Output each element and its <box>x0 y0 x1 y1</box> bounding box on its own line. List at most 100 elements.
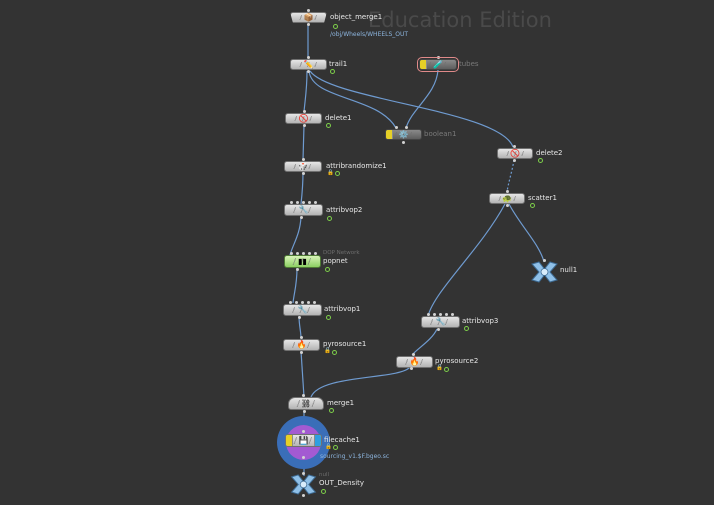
input-port[interactable] <box>300 336 303 339</box>
node-body[interactable]: 🔥 <box>283 339 320 351</box>
lock-icon[interactable]: 🔒 <box>436 365 443 371</box>
input-port[interactable] <box>412 353 415 356</box>
input-port[interactable] <box>513 145 516 148</box>
vop-icon: 🔧 <box>297 305 308 314</box>
boolean-icon: ⚙️ <box>398 129 409 139</box>
input-port[interactable] <box>302 430 305 433</box>
display-flag[interactable] <box>314 435 321 446</box>
input-port[interactable] <box>307 301 310 304</box>
wire-attribrandomize1-attribvop2 <box>300 171 304 205</box>
node-body[interactable]: 🎲 <box>284 161 322 172</box>
node-label: delete1 <box>325 114 352 122</box>
input-port[interactable] <box>296 252 299 255</box>
input-port[interactable] <box>295 301 298 304</box>
input-port[interactable] <box>302 158 305 161</box>
input-port[interactable] <box>302 394 305 397</box>
input-port[interactable] <box>427 313 430 316</box>
node-body[interactable]: ⛓ <box>288 397 324 410</box>
status-indicator <box>332 350 337 355</box>
input-port[interactable] <box>289 301 292 304</box>
null-icon[interactable] <box>531 261 558 283</box>
null-icon[interactable] <box>290 474 317 495</box>
node-body[interactable]: 🔧 <box>284 204 323 216</box>
tube-icon: 🧪 <box>433 59 443 69</box>
input-port[interactable] <box>308 201 311 204</box>
input-port[interactable] <box>451 313 454 316</box>
input-port[interactable] <box>506 190 509 193</box>
output-port[interactable] <box>307 70 310 73</box>
input-port[interactable] <box>307 9 310 12</box>
input-port[interactable] <box>290 201 293 204</box>
node-label: tubes <box>459 60 479 68</box>
input-port[interactable] <box>301 301 304 304</box>
input-port[interactable] <box>543 259 546 262</box>
input-port[interactable] <box>445 313 448 316</box>
input-port[interactable] <box>308 252 311 255</box>
output-port[interactable] <box>513 159 516 162</box>
node-body[interactable]: 📦 <box>290 12 327 23</box>
input-port[interactable] <box>314 201 317 204</box>
input-port[interactable] <box>302 472 305 475</box>
input-port[interactable] <box>313 301 316 304</box>
lock-icon[interactable]: 🔒 <box>324 348 331 354</box>
input-port[interactable] <box>303 110 306 113</box>
wire-attribvop3-pyrosource2 <box>411 328 438 356</box>
node-body[interactable]: 🔧 <box>283 304 322 316</box>
input-port[interactable] <box>433 313 436 316</box>
delete-icon: 🚫 <box>510 148 520 158</box>
output-port[interactable] <box>506 204 509 207</box>
input-port[interactable] <box>290 252 293 255</box>
output-port[interactable] <box>302 456 305 459</box>
node-body[interactable]: 🚫 <box>285 113 322 124</box>
output-port[interactable] <box>302 172 305 175</box>
output-port[interactable] <box>402 141 405 144</box>
node-label: pyrosource1 <box>323 340 367 348</box>
wire-trail1-delete1 <box>303 70 308 113</box>
output-port[interactable] <box>307 23 310 26</box>
input-port[interactable] <box>437 56 440 59</box>
node-body[interactable]: 🐢 <box>489 193 525 204</box>
node-body[interactable]: 🚫 <box>497 148 533 159</box>
bypass-flag[interactable] <box>286 435 293 446</box>
output-port[interactable] <box>303 410 306 413</box>
lock-icon[interactable]: 🔒 <box>325 444 332 450</box>
bypass-flag[interactable] <box>420 60 427 69</box>
wire-trail1-boolean1 <box>308 70 397 129</box>
lock-icon[interactable]: 🔒 <box>327 170 334 176</box>
delete-icon: 🚫 <box>298 113 309 123</box>
object-merge-icon: 📦 <box>303 12 314 22</box>
output-port[interactable] <box>296 268 299 271</box>
node-body[interactable]: 🔥 <box>396 356 433 368</box>
node-body[interactable]: ✏️ <box>290 59 327 70</box>
status-indicator <box>538 158 543 163</box>
node-body[interactable]: 💾 <box>285 434 322 447</box>
input-port[interactable] <box>314 252 317 255</box>
status-indicator <box>327 216 332 221</box>
status-indicator <box>333 445 338 450</box>
node-body[interactable]: 🔧 <box>421 316 460 328</box>
node-body[interactable]: 🧪 <box>417 57 459 72</box>
node-label: trail1 <box>329 60 348 68</box>
node-body[interactable]: ⚙️ <box>385 129 422 140</box>
output-port[interactable] <box>298 316 301 319</box>
wire-scatter1-attribvop3 <box>427 203 506 317</box>
input-port[interactable] <box>395 126 398 129</box>
input-port[interactable] <box>439 313 442 316</box>
input-port[interactable] <box>405 126 408 129</box>
output-port[interactable] <box>303 124 306 127</box>
vop-icon: 🔧 <box>435 317 446 326</box>
output-port[interactable] <box>300 216 303 219</box>
input-port[interactable] <box>302 201 305 204</box>
output-port[interactable] <box>300 351 303 354</box>
input-port[interactable] <box>296 201 299 204</box>
output-port[interactable] <box>437 328 440 331</box>
output-port[interactable] <box>302 494 305 497</box>
node-body[interactable]: ▮▮ <box>284 255 321 268</box>
output-port[interactable] <box>410 367 413 370</box>
bypass-flag[interactable] <box>386 130 393 139</box>
input-port[interactable] <box>307 56 310 59</box>
input-port[interactable] <box>302 252 305 255</box>
status-indicator <box>321 489 326 494</box>
